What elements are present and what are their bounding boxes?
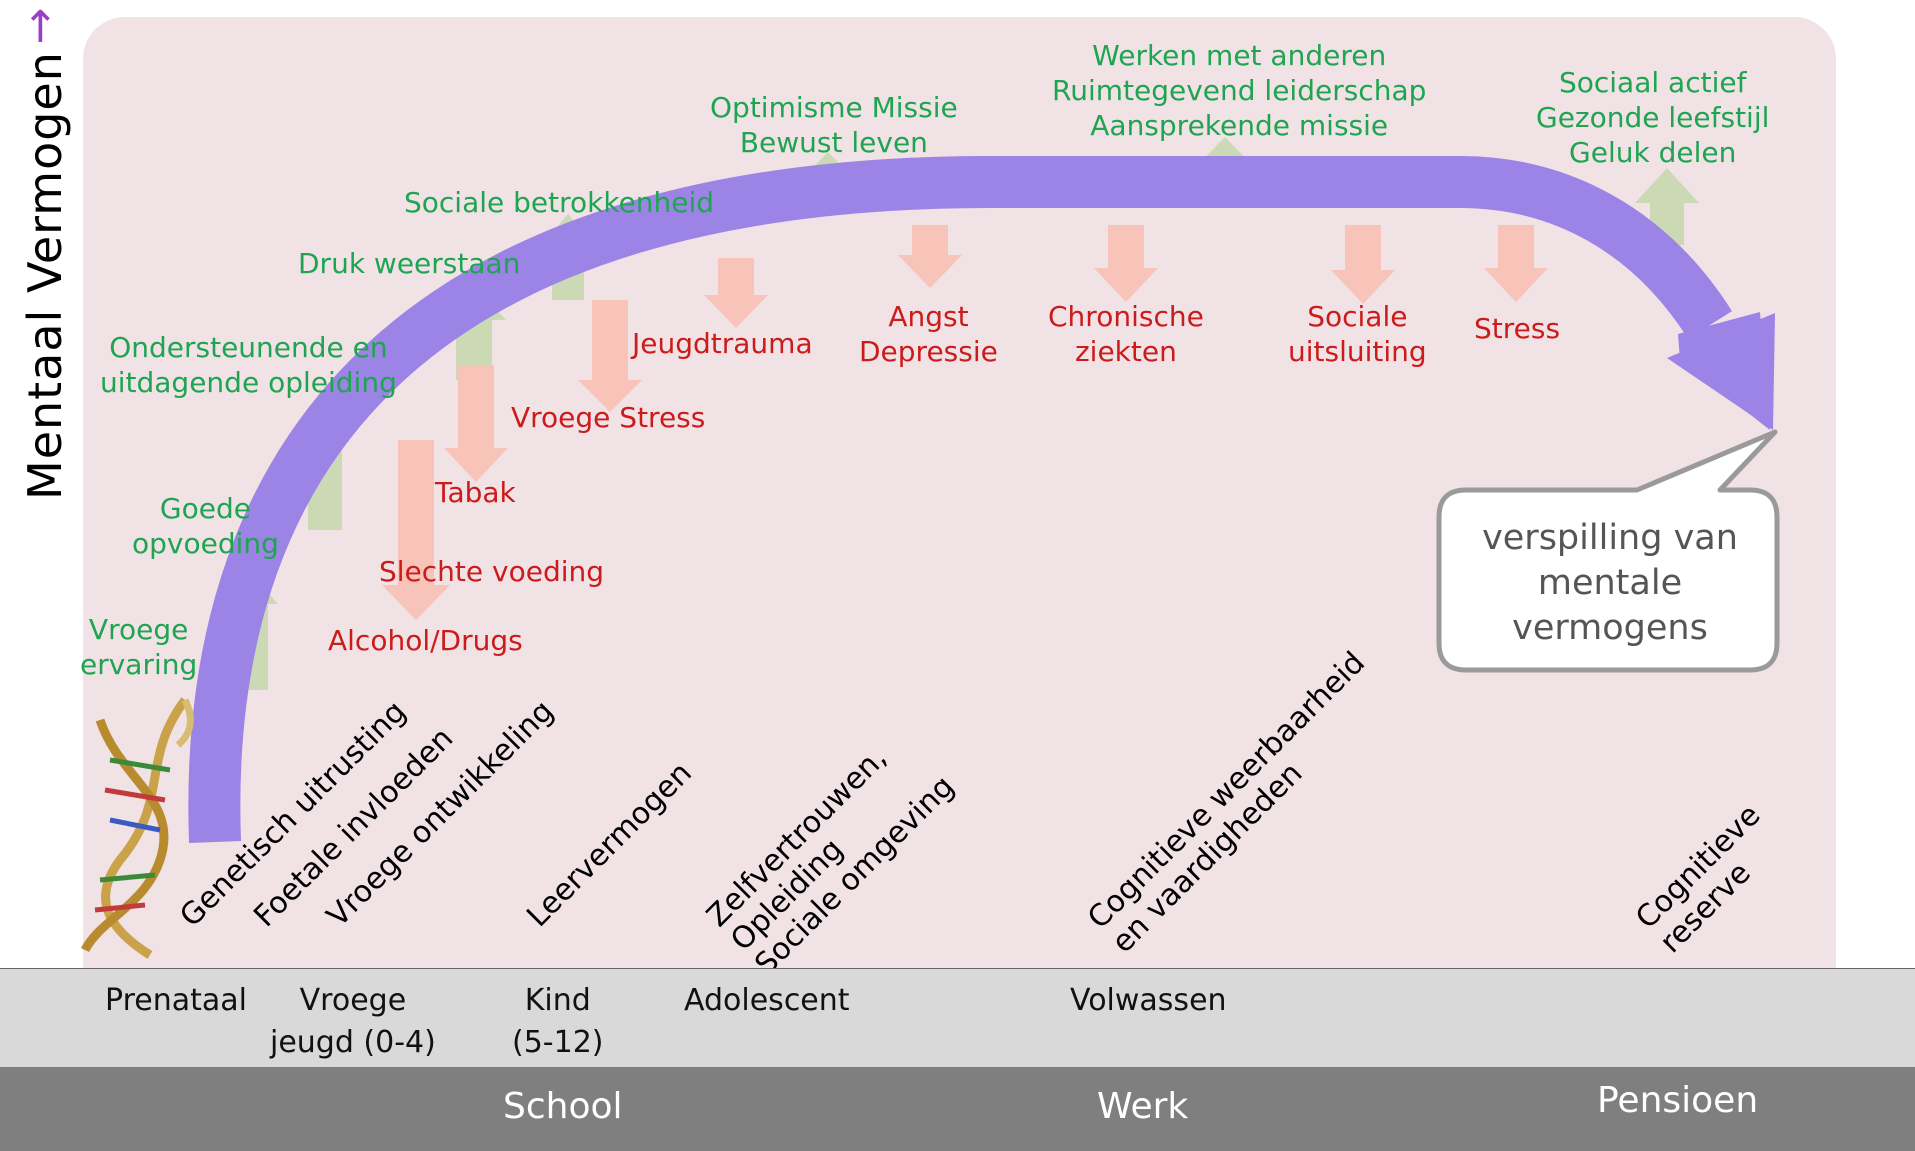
down-arrow-icon: [382, 440, 450, 620]
down-arrow-icon: [1484, 225, 1548, 302]
label-sociaal-actief: Sociaal actief Gezonde leefstijl Geluk d…: [1536, 66, 1770, 169]
callout-text: verspilling van mentale vermogens: [1482, 518, 1738, 648]
period-pensioen: Pensioen: [1597, 1080, 1759, 1121]
periods-bar: [0, 1067, 1915, 1151]
down-arrow-icon: [898, 225, 962, 288]
label-slechte-voeding: Slechte voeding: [379, 555, 605, 588]
label-sociale-uitsluiting: Sociale uitsluiting: [1288, 300, 1427, 368]
stage-prenataal: Prenataal: [105, 983, 247, 1018]
stage-kind: Kind (5-12): [512, 983, 604, 1060]
label-vroege-stress: Vroege Stress: [511, 401, 706, 434]
down-arrow-icon: [578, 300, 642, 412]
main-arrow-head: [1667, 313, 1775, 430]
label-stress: Stress: [1474, 312, 1561, 345]
label-tabak: Tabak: [435, 476, 516, 509]
label-sociale-betrokkenheid: Sociale betrokkenheid: [404, 186, 715, 219]
down-arrow-icon: [444, 365, 508, 482]
dna-helix-icon: [80, 697, 194, 959]
main-curve-arrow: [188, 156, 1732, 843]
stage-volwassen: Volwassen: [1070, 983, 1227, 1018]
down-arrow-icon: [1331, 225, 1395, 304]
up-arrow-icon: ↑: [22, 2, 59, 53]
stage-vroege-jeugd: Vroege jeugd (0-4): [270, 983, 436, 1060]
life-stages-bar: [0, 968, 1915, 1069]
label-druk-weerstaan: Druk weerstaan: [298, 247, 521, 280]
down-arrow-icon: [1094, 225, 1158, 302]
label-alcohol-drugs: Alcohol/Drugs: [328, 624, 523, 657]
label-angst-depressie: Angst Depressie: [859, 300, 998, 368]
callout-bubble: [1436, 429, 1780, 673]
label-optimisme: Optimisme Missie Bewust leven: [710, 91, 958, 159]
label-goede-opvoeding: Goede opvoeding: [132, 492, 279, 560]
label-vroege-ervaring: Vroege ervaring: [80, 613, 198, 681]
stage-adolescent: Adolescent: [684, 983, 850, 1018]
label-chronische-ziekten: Chronische ziekten: [1048, 300, 1204, 368]
label-jeugdtrauma: Jeugdtrauma: [632, 327, 813, 360]
period-werk: Werk: [1097, 1086, 1189, 1127]
label-werken-met-anderen: Werken met anderen Ruimtegevend leidersc…: [1052, 39, 1427, 142]
label-opleiding: Ondersteunende en uitdagende opleiding: [100, 331, 397, 399]
period-school: School: [503, 1086, 623, 1127]
down-arrow-icon: [704, 258, 768, 328]
